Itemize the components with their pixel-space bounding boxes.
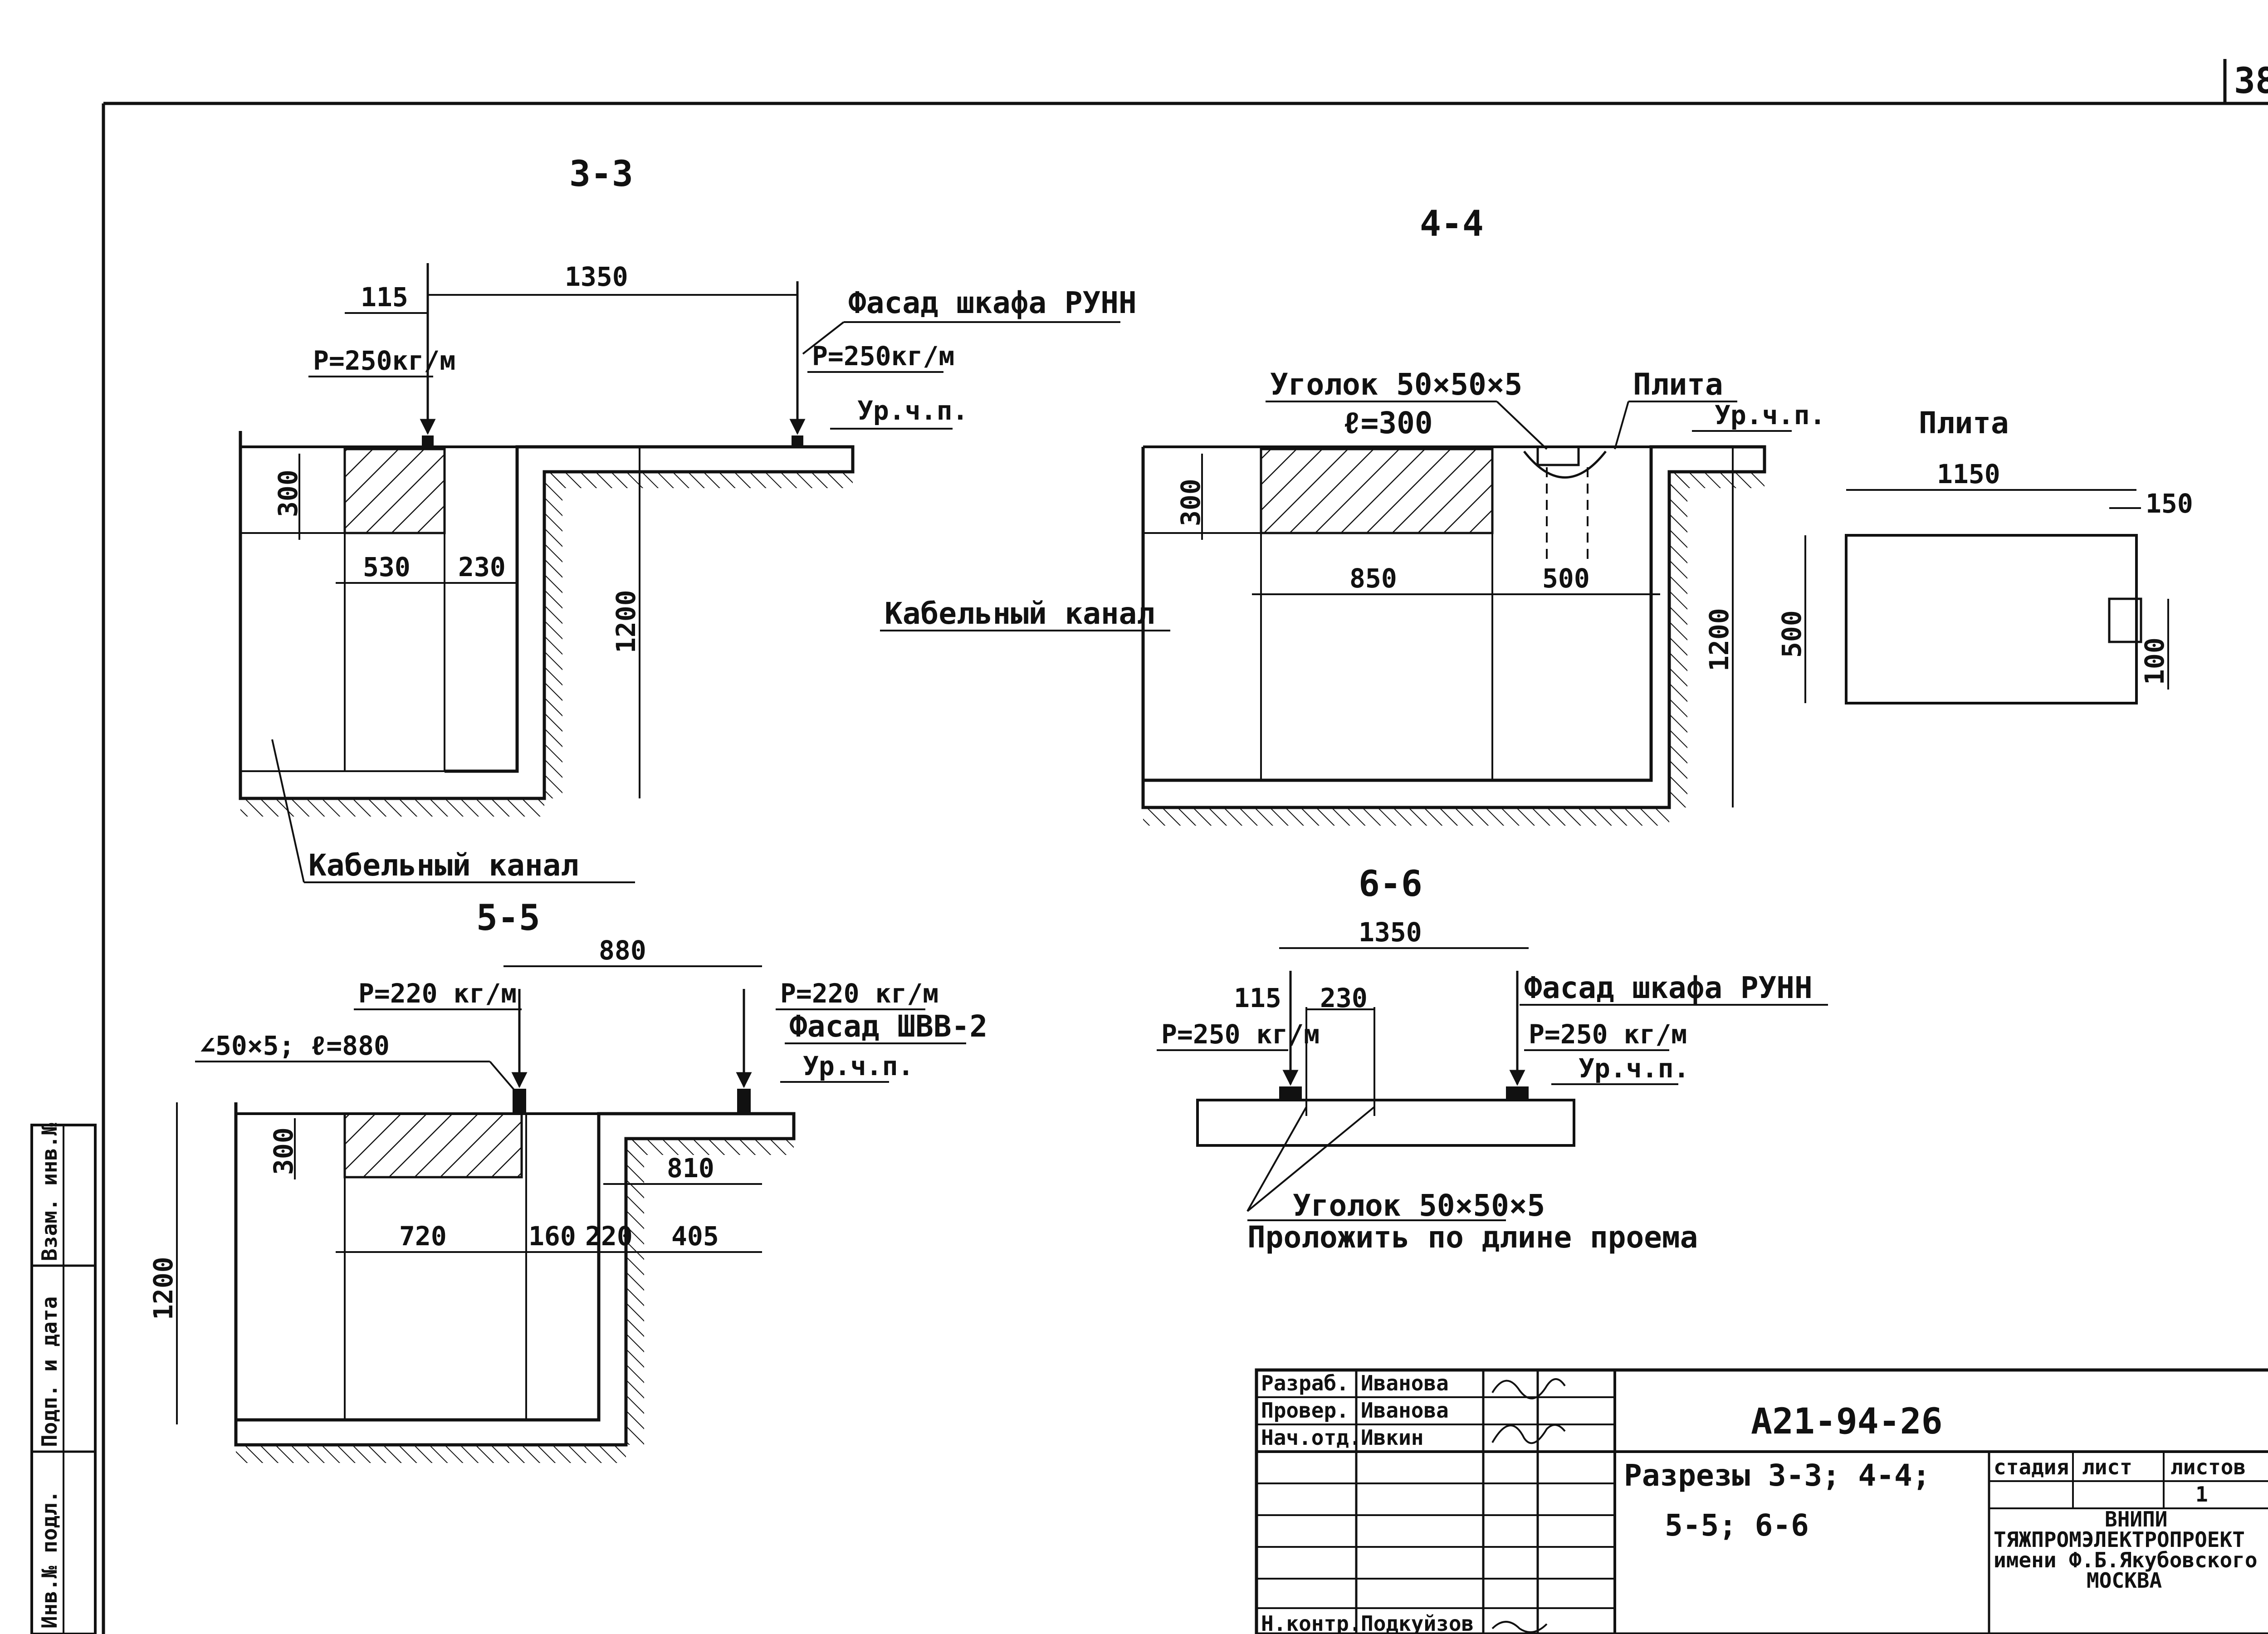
signature-2 <box>1491 1424 1566 1444</box>
angle-6-6-label: Уголок 50×50×5 <box>1293 1188 1545 1223</box>
dim-4-4-850: 850 <box>1349 563 1397 594</box>
slab-hatch <box>343 448 446 534</box>
dim-5-5-720: 720 <box>399 1221 447 1252</box>
section-3-3: 3-3 1350 115 300 530 230 1200 P=250кг/м <box>239 154 1137 883</box>
dim-5-5-1200: 1200 <box>148 1257 179 1320</box>
plate-4-4-label: Плита <box>1633 367 1723 402</box>
dim-3-3-300: 300 <box>273 470 303 517</box>
dim-plate-100: 100 <box>2139 637 2170 685</box>
section-6-6: 6-6 1350 115 230 P=250 кг/м P=250 кг/м Ф… <box>1157 864 1828 1255</box>
title-block: Разраб. Иванова Провер. Иванова Нач.отд.… <box>1255 1368 2268 1634</box>
plate-detail-title: Плита <box>1919 406 2009 440</box>
sheet-header: лист <box>2082 1455 2132 1479</box>
canal-4-4-label: Кабельный канал <box>885 596 1155 631</box>
tb-role-1: Разраб. <box>1261 1371 1349 1395</box>
plate-detail: Плита 1150 150 500 100 <box>1776 406 2193 704</box>
org-line3: имени Ф.Б.Якубовского <box>1994 1548 2258 1572</box>
dim-5-5-405: 405 <box>671 1221 719 1252</box>
tb-name-1: Иванова <box>1361 1371 1449 1395</box>
note-6-6: Проложить по длине проема <box>1247 1220 1698 1255</box>
dim-3-3-115: 115 <box>361 282 408 313</box>
dim-6-6-1350: 1350 <box>1359 917 1422 948</box>
load-3-3-left: P=250кг/м <box>313 345 455 376</box>
dim-5-5-880: 880 <box>599 935 646 966</box>
facade-3-3-label: Фасад шкафа РУНН <box>848 285 1137 320</box>
level-4-4-label: Ур.ч.п. <box>1715 400 1825 431</box>
dim-plate-150: 150 <box>2146 488 2193 519</box>
dim-5-5-300: 300 <box>268 1127 299 1175</box>
level-3-3-label: Ур.ч.п. <box>857 395 968 426</box>
dim-3-3-530: 530 <box>363 552 411 582</box>
side-stamp: Инв.№ подл. Подп. и дата Взам. инв.№ <box>30 1123 97 1634</box>
dim-4-4-1200: 1200 <box>1704 608 1735 671</box>
stamp-cell-replace: Взам. инв.№ <box>37 1123 62 1261</box>
level-6-6-label: Ур.ч.п. <box>1579 1053 1689 1084</box>
sheet-frame: 38 <box>102 59 2268 1634</box>
dim-6-6-115: 115 <box>1234 983 1281 1013</box>
load-5-5-right: P=220 кг/м <box>780 978 938 1009</box>
tb-name-4: Подкуйзов <box>1361 1611 1474 1634</box>
section-5-5: 5-5 880 300 810 720 160 220 405 1200 P=2… <box>148 898 987 1463</box>
slab-hatch-5-5 <box>343 1112 523 1179</box>
dim-5-5-160: 160 <box>528 1221 576 1252</box>
level-5-5-label: Ур.ч.п. <box>803 1051 914 1081</box>
doc-code: А21-94-26 <box>1751 1401 1943 1442</box>
dim-4-4-300: 300 <box>1175 479 1206 526</box>
signature-3 <box>1491 1621 1548 1633</box>
tb-role-3: Нач.отд. <box>1261 1425 1362 1450</box>
tb-name-2: Иванова <box>1361 1398 1449 1423</box>
section-4-4-title: 4-4 <box>1420 204 1484 245</box>
tb-role-4: Н.контр. <box>1261 1611 1362 1634</box>
dim-3-3-230: 230 <box>458 552 506 582</box>
stamp-cell-signature: Подп. и дата <box>37 1296 62 1447</box>
sheet-value: 1 <box>2195 1482 2208 1507</box>
tb-name-3: Ивкин <box>1361 1425 1423 1450</box>
load-5-5-left: P=220 кг/м <box>358 978 517 1009</box>
tb-role-2: Провер. <box>1261 1398 1349 1423</box>
section-4-4: 4-4 300 850 500 1200 Уголок 50×50×5 ℓ=30… <box>880 204 1825 826</box>
sheet-title-line1: Разрезы 3-3; 4-4; <box>1624 1458 1931 1493</box>
load-6-6-right: P=250 кг/м <box>1529 1019 1687 1050</box>
load-3-3-right: P=250кг/м <box>812 341 954 372</box>
dim-plate-500: 500 <box>1776 610 1807 658</box>
floor-slab-6-6 <box>1196 1099 1575 1147</box>
stamp-cell-original: Инв.№ подл. <box>37 1490 62 1629</box>
section-6-6-title: 6-6 <box>1359 864 1422 905</box>
load-6-6-left: P=250 кг/м <box>1161 1019 1320 1050</box>
sheets-header: листов <box>2170 1455 2246 1479</box>
stage-header: стадия <box>1994 1455 2069 1479</box>
angle-5-5-label: ∠50×5; ℓ=880 <box>200 1030 390 1061</box>
signature-1 <box>1491 1378 1566 1399</box>
dim-3-3-1200: 1200 <box>611 590 641 653</box>
angle-4-4-length: ℓ=300 <box>1343 406 1433 440</box>
slab-hatch-4-4 <box>1260 448 1494 534</box>
page-number: 38 <box>2234 61 2268 102</box>
dim-5-5-220: 220 <box>585 1221 633 1252</box>
section-5-5-title: 5-5 <box>476 898 540 939</box>
dim-3-3-1350: 1350 <box>565 261 628 292</box>
facade-5-5-label: Фасад ШВВ-2 <box>789 1009 987 1044</box>
section-3-3-title: 3-3 <box>569 154 633 195</box>
org-line1: ВНИПИ <box>2105 1507 2167 1531</box>
dim-4-4-500: 500 <box>1542 563 1590 594</box>
sheet-title-line2: 5-5; 6-6 <box>1665 1508 1809 1543</box>
plate-outline <box>1845 534 2138 704</box>
facade-6-6-label: Фасад шкафа РУНН <box>1524 970 1813 1005</box>
org-line4: МОСКВА <box>2087 1568 2162 1593</box>
canal-3-3-label: Кабельный канал <box>308 848 579 883</box>
org-line2: ТЯЖПРОМЭЛЕКТРОПРОЕКТ <box>1994 1527 2245 1552</box>
dim-plate-1150: 1150 <box>1937 459 2000 489</box>
dim-5-5-810: 810 <box>667 1153 714 1184</box>
angle-4-4-label: Уголок 50×50×5 <box>1270 367 1522 402</box>
dim-6-6-230: 230 <box>1320 983 1368 1013</box>
